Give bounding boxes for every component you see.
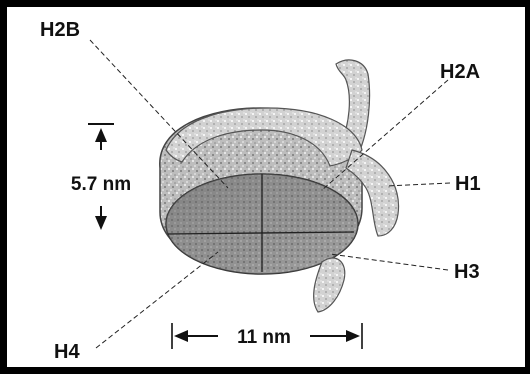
label-h2a: H2A (440, 61, 480, 83)
leader-h3 (330, 254, 448, 270)
label-h1: H1 (455, 173, 481, 195)
width-label: 11 nm (237, 327, 291, 348)
height-label: 5.7 nm (71, 174, 131, 195)
leader-h2b (90, 40, 228, 188)
leader-h1 (386, 183, 450, 186)
label-h3: H3 (454, 261, 480, 283)
dna-strand-lower (314, 258, 345, 312)
leader-h4 (96, 252, 218, 348)
label-h4: H4 (54, 341, 80, 363)
label-h2b: H2B (40, 19, 80, 41)
